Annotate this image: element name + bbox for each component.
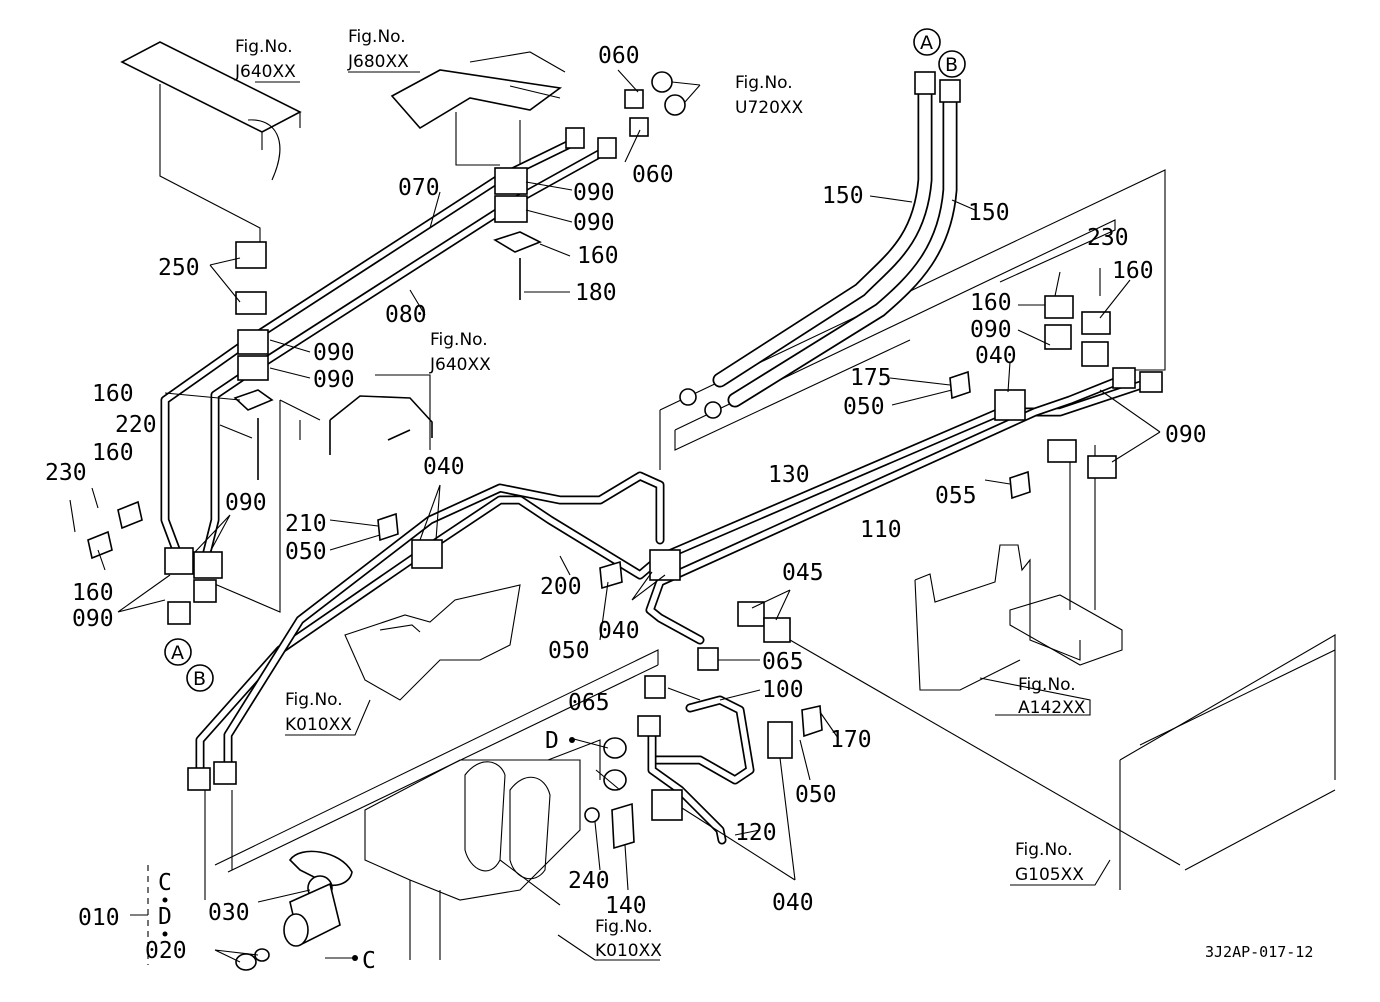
callout-160-e: 160 <box>970 290 1012 316</box>
callout-050-right: 050 <box>843 394 885 420</box>
callout-210: 210 <box>285 511 327 537</box>
background-outlines <box>120 41 1336 960</box>
figref-G105-line2: G105XX <box>1015 865 1084 885</box>
callout-040-right: 040 <box>975 343 1017 369</box>
callout-040-left: 040 <box>423 454 465 480</box>
callout-070: 070 <box>398 175 440 201</box>
figref-J640-mid-line1: Fig.No. <box>430 330 488 350</box>
figref-A142-line2: A142XX <box>1018 698 1086 718</box>
callout-055: 055 <box>935 483 977 509</box>
callout-060-upper: 060 <box>598 43 640 69</box>
marker-C-main: C <box>362 948 376 974</box>
callout-120: 120 <box>735 820 777 846</box>
marker-D-kit: D <box>158 904 172 930</box>
figref-J640-top-line1: Fig.No. <box>235 37 293 57</box>
callout-220: 220 <box>115 412 157 438</box>
callout-130: 130 <box>768 462 810 488</box>
callout-240: 240 <box>568 868 610 894</box>
callout-090-d: 090 <box>313 367 355 393</box>
callout-090-f: 090 <box>72 606 114 632</box>
letter-markers: D C C D <box>158 728 575 974</box>
callout-090-c: 090 <box>313 340 355 366</box>
callout-060-lower: 060 <box>632 162 674 188</box>
leader-lines <box>69 69 1181 965</box>
callout-050-left: 050 <box>285 539 327 565</box>
figref-K010-bottom-line2: K010XX <box>595 941 662 961</box>
callout-labels: 060 060 070 080 090 090 090 090 090 090 … <box>45 43 1207 964</box>
marker-B-bottom: B <box>193 668 206 690</box>
hose-150 <box>679 71 961 419</box>
figref-K010-left-line2: K010XX <box>285 715 352 735</box>
circle-markers: A B A B <box>164 28 966 692</box>
callout-030: 030 <box>208 900 250 926</box>
figref-A142-line1: Fig.No. <box>1018 675 1076 695</box>
callout-200: 200 <box>540 574 582 600</box>
figref-U720-line1: Fig.No. <box>735 73 793 93</box>
figure-references: Fig.No. J640XX Fig.No. J680XX Fig.No. U7… <box>234 27 1086 961</box>
marker-A-top: A <box>920 32 933 54</box>
callout-170: 170 <box>830 727 872 753</box>
callout-090-h: 090 <box>1165 422 1207 448</box>
marker-B-top: B <box>945 54 958 76</box>
callout-010: 010 <box>78 905 120 931</box>
callout-090-b: 090 <box>573 210 615 236</box>
callout-160-d: 160 <box>72 580 114 606</box>
figref-K010-bottom-line1: Fig.No. <box>595 917 653 937</box>
figref-U720-line2: U720XX <box>735 98 804 118</box>
callout-160-c: 160 <box>92 440 134 466</box>
callout-090-a: 090 <box>573 180 615 206</box>
callout-250: 250 <box>158 255 200 281</box>
callout-110: 110 <box>860 517 902 543</box>
callout-020: 020 <box>145 938 187 964</box>
marker-C-kit: C <box>158 870 172 896</box>
callout-150-left: 150 <box>822 183 864 209</box>
callout-045: 045 <box>782 560 824 586</box>
callout-160-f: 160 <box>1112 258 1154 284</box>
callout-080: 080 <box>385 302 427 328</box>
callout-065-right: 065 <box>762 649 804 675</box>
marker-A-bottom: A <box>171 642 184 664</box>
callout-230-left: 230 <box>45 460 87 486</box>
callout-100: 100 <box>762 677 804 703</box>
callout-090-e: 090 <box>225 490 267 516</box>
figref-J640-top-line2: J640XX <box>234 62 296 82</box>
clamps <box>87 71 1163 971</box>
callout-050-lower: 050 <box>795 782 837 808</box>
figref-G105-line1: Fig.No. <box>1015 840 1073 860</box>
figref-J680-line1: Fig.No. <box>348 27 406 47</box>
figref-J640-mid-line2: J640XX <box>429 355 491 375</box>
callout-160-b: 160 <box>92 381 134 407</box>
callout-050-middle: 050 <box>548 638 590 664</box>
callout-160-a: 160 <box>577 243 619 269</box>
figref-J680-line2: J680XX <box>347 52 409 72</box>
pipe-130-110 <box>195 373 1155 900</box>
drawing-code: 3J2AP-017-12 <box>1205 943 1313 961</box>
callout-090-g: 090 <box>970 317 1012 343</box>
callout-040-middle: 040 <box>598 618 640 644</box>
marker-D-main: D <box>545 728 559 754</box>
callout-040-lower: 040 <box>772 890 814 916</box>
callout-175: 175 <box>850 365 892 391</box>
callout-140: 140 <box>605 893 647 919</box>
callout-065-left: 065 <box>568 690 610 716</box>
callout-180: 180 <box>575 280 617 306</box>
callout-230-right: 230 <box>1087 225 1129 251</box>
figref-K010-left-line1: Fig.No. <box>285 690 343 710</box>
callout-150-right: 150 <box>968 200 1010 226</box>
